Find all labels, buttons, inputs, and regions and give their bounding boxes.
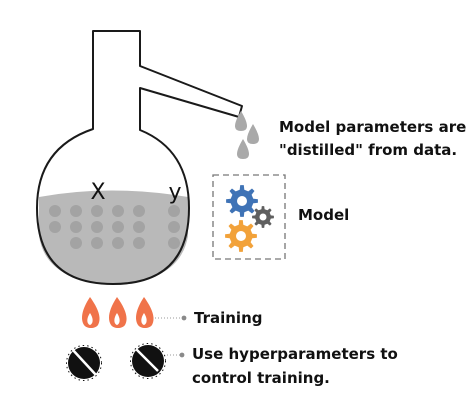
- model-box: [212, 174, 286, 260]
- gear-icon: [252, 206, 274, 228]
- droplet-icon: [237, 139, 249, 159]
- liquid-dot: [70, 221, 82, 233]
- liquid-dot: [168, 205, 180, 217]
- liquid-data-dots: [49, 205, 180, 249]
- burner-flames: [82, 297, 154, 328]
- distill-annotation-line2: "distilled" from data.: [279, 141, 457, 159]
- liquid-dot: [112, 221, 124, 233]
- flame-icon: [136, 297, 154, 328]
- liquid-dot: [49, 205, 61, 217]
- liquid-dot: [91, 237, 103, 249]
- knob-icon: [130, 343, 166, 379]
- liquid-dot: [91, 221, 103, 233]
- liquid-dot: [70, 205, 82, 217]
- liquid-dot: [70, 237, 82, 249]
- flame-icon: [109, 297, 127, 328]
- hyperparameter-annotation-line1: Use hyperparameters to: [192, 345, 398, 363]
- liquid-dot: [133, 205, 145, 217]
- knob-icon: [66, 345, 102, 381]
- liquid-dot: [91, 205, 103, 217]
- hyperparameter-leader: [167, 352, 185, 358]
- distill-annotation-line1: Model parameters are: [279, 118, 466, 136]
- distilled-drops: [235, 111, 259, 159]
- model-label: Model: [298, 206, 349, 224]
- liquid-dot: [49, 221, 61, 233]
- droplet-icon: [235, 111, 247, 131]
- variable-x-label: X: [90, 180, 105, 205]
- liquid-dot: [112, 205, 124, 217]
- gear-icon: [225, 220, 257, 252]
- droplet-icon: [247, 124, 259, 144]
- model-gears: [225, 185, 274, 252]
- flask-liquid: [39, 190, 188, 284]
- flame-icon: [82, 297, 100, 328]
- liquid-dot: [168, 221, 180, 233]
- training-label: Training: [194, 309, 262, 327]
- training-leader: [155, 315, 187, 321]
- liquid-dot: [168, 237, 180, 249]
- variable-y-label: y: [168, 180, 181, 205]
- liquid-dot: [133, 237, 145, 249]
- hyperparameter-annotation-line2: control training.: [192, 369, 330, 387]
- liquid-dot: [112, 237, 124, 249]
- liquid-dot: [133, 221, 145, 233]
- gear-icon: [226, 185, 258, 217]
- flask-outline: [36, 30, 243, 285]
